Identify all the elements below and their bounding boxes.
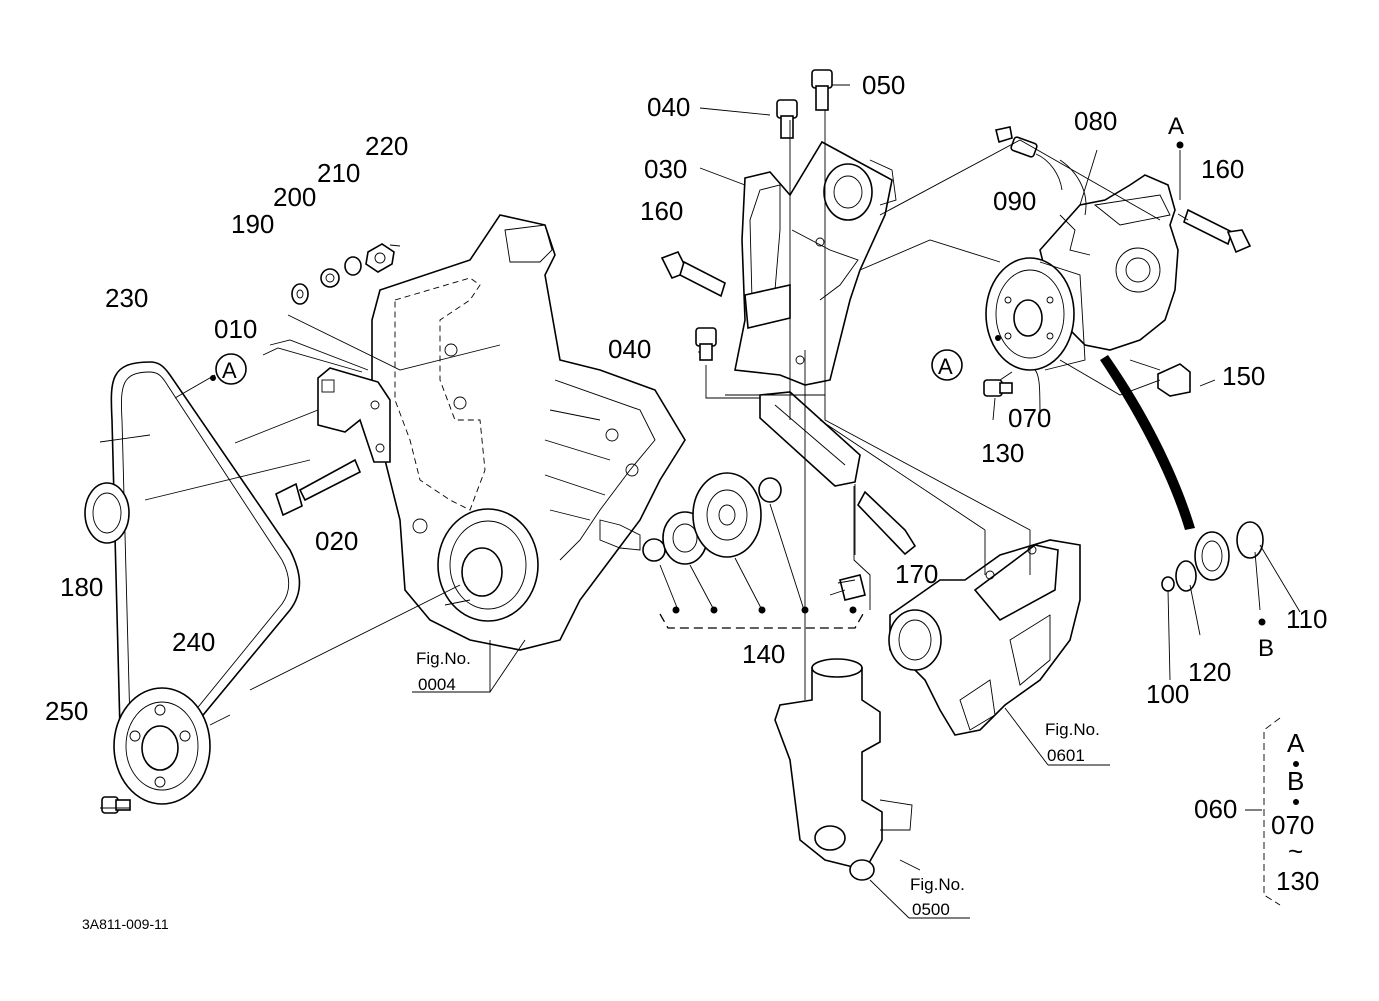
water-pipe-fig-0500: [774, 658, 921, 881]
assembly-note-060: A B 070 ~ 130: [1271, 728, 1319, 896]
svg-text:A: A: [938, 354, 953, 379]
label-160-left[interactable]: 160: [640, 196, 683, 226]
bolt-020[interactable]: [275, 458, 362, 517]
svg-text:0500: 0500: [912, 900, 950, 919]
fig-ref-0004[interactable]: Fig.No. 0004: [416, 649, 471, 694]
svg-text:0004: 0004: [418, 675, 456, 694]
tension-pulley-140[interactable]: [642, 472, 866, 601]
magnet-clutch-070[interactable]: [985, 257, 1086, 371]
label-070[interactable]: 070: [1008, 403, 1051, 433]
assembly-bracket-060: [1263, 717, 1281, 906]
label-230[interactable]: 230: [105, 283, 148, 313]
washer-200[interactable]: [320, 268, 340, 288]
marker-a-left: A: [215, 353, 247, 385]
bolt-170[interactable]: [857, 490, 917, 556]
label-050[interactable]: 050: [862, 70, 905, 100]
bolt-040-middle[interactable]: [695, 327, 717, 361]
label-210[interactable]: 210: [317, 158, 360, 188]
label-140[interactable]: 140: [742, 639, 785, 669]
note-tilde: ~: [1288, 836, 1303, 866]
label-200[interactable]: 200: [273, 182, 316, 212]
exhaust-manifold-fig-0601: [888, 539, 1081, 736]
compressor-assy-060[interactable]: [1039, 159, 1179, 351]
wiring-lead: [1100, 355, 1195, 530]
label-220[interactable]: 220: [365, 131, 408, 161]
label-030[interactable]: 030: [644, 154, 687, 184]
note-b: B: [1287, 766, 1304, 796]
bolt-040-top[interactable]: [776, 99, 798, 139]
svg-text:Fig.No.: Fig.No.: [910, 875, 965, 894]
fig-ref-0500[interactable]: Fig.No. 0500: [910, 875, 965, 919]
crank-pulley-240[interactable]: [113, 687, 211, 805]
leader-dots: [210, 141, 1266, 626]
bolt-160-right[interactable]: [1183, 208, 1252, 254]
label-060[interactable]: 060: [1194, 794, 1237, 824]
note-from: 070: [1271, 810, 1314, 840]
gear-case-fig-0004: [371, 214, 686, 651]
oil-seal-180[interactable]: [84, 482, 130, 544]
adjust-bracket: [759, 391, 861, 487]
clip-150[interactable]: [1157, 363, 1191, 397]
label-160-right[interactable]: 160: [1201, 154, 1244, 184]
compressor-bracket-030[interactable]: [734, 140, 897, 386]
label-130[interactable]: 130: [981, 438, 1024, 468]
marker-a-right: A: [931, 349, 963, 381]
label-100[interactable]: 100: [1146, 679, 1189, 709]
bolt-050[interactable]: [811, 69, 833, 111]
label-010[interactable]: 010: [214, 314, 257, 344]
bearing-110-group[interactable]: [1161, 521, 1264, 592]
label-150[interactable]: 150: [1222, 361, 1265, 391]
label-110[interactable]: 110: [1286, 604, 1327, 634]
bracket-010[interactable]: [317, 367, 391, 463]
nut-220[interactable]: [365, 243, 395, 273]
label-250[interactable]: 250: [45, 696, 88, 726]
drawing-code: 3A811-009-11: [82, 916, 169, 932]
label-120[interactable]: 120: [1188, 657, 1231, 687]
label-170[interactable]: 170: [895, 559, 938, 589]
marker-a-top: A: [1168, 113, 1184, 140]
marker-b: B: [1258, 635, 1274, 662]
sensor-090[interactable]: [995, 126, 1063, 191]
svg-text:Fig.No.: Fig.No.: [1045, 720, 1100, 739]
label-190[interactable]: 190: [231, 209, 274, 239]
bolt-160-left[interactable]: [660, 250, 726, 298]
parts-group-140-bracket: [659, 613, 864, 629]
svg-text:0601: 0601: [1047, 746, 1085, 765]
leader-lines: [99, 84, 1301, 919]
label-090[interactable]: 090: [993, 186, 1036, 216]
label-040-top[interactable]: 040: [647, 92, 690, 122]
spring-washer-210[interactable]: [344, 256, 362, 276]
svg-text:A: A: [222, 358, 237, 383]
label-040-middle[interactable]: 040: [608, 334, 651, 364]
label-240[interactable]: 240: [172, 627, 215, 657]
washer-190[interactable]: [291, 283, 309, 305]
bolt-250[interactable]: [101, 796, 131, 814]
fig-ref-0601[interactable]: Fig.No. 0601: [1045, 720, 1100, 765]
label-020[interactable]: 020: [315, 526, 358, 556]
note-to: 130: [1276, 866, 1319, 896]
bolt-130[interactable]: [983, 379, 1013, 397]
note-a: A: [1287, 728, 1305, 758]
svg-text:Fig.No.: Fig.No.: [416, 649, 471, 668]
part-labels: 010 020 030 040 040 050 060 070 080 090 …: [45, 70, 1327, 824]
label-080[interactable]: 080: [1074, 106, 1117, 136]
label-180[interactable]: 180: [60, 572, 103, 602]
